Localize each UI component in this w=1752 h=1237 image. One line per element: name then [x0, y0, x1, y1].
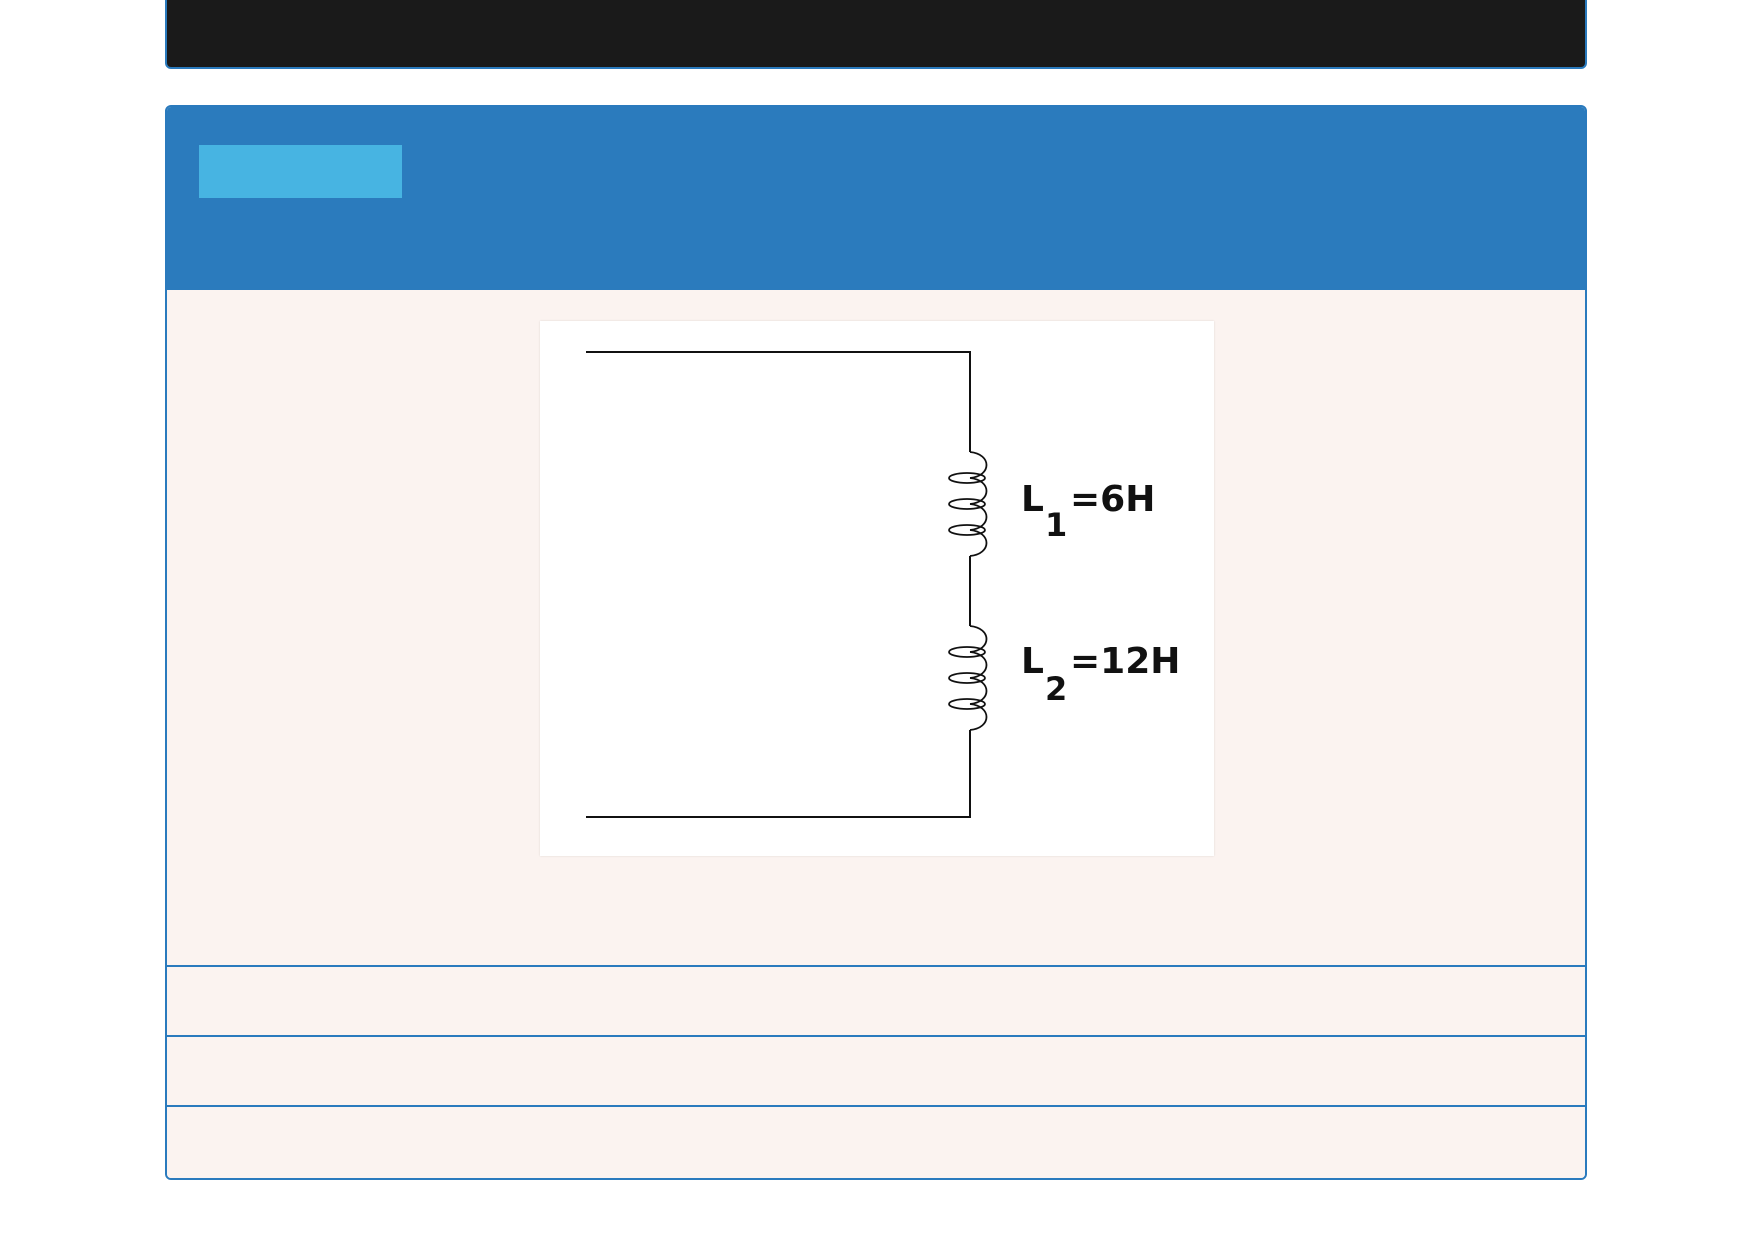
circuit-diagram: L 1 =6H L 2 =12H — [540, 321, 1214, 856]
l1-value: =6H — [1070, 479, 1155, 520]
top-wire — [586, 351, 971, 452]
top-bar — [165, 0, 1587, 69]
l1-subscript: 1 — [1045, 506, 1067, 544]
answer-option-1[interactable] — [167, 965, 1585, 1035]
bottom-wire — [586, 730, 971, 818]
header-badge-button[interactable] — [199, 145, 402, 198]
inductor-l2-coil-icon — [948, 625, 988, 731]
answer-option-2[interactable] — [167, 1035, 1585, 1105]
l1-symbol: L — [1021, 479, 1044, 520]
circuit-svg: L 1 =6H L 2 =12H — [586, 351, 1180, 818]
l2-subscript: 2 — [1045, 670, 1067, 708]
question-card: L 1 =6H L 2 =12H — [165, 105, 1587, 1180]
l2-symbol: L — [1021, 641, 1044, 682]
inductor-l1-coil-icon — [948, 451, 988, 557]
answer-option-3[interactable] — [167, 1105, 1585, 1178]
card-header — [167, 107, 1585, 290]
l2-value: =12H — [1070, 641, 1180, 682]
